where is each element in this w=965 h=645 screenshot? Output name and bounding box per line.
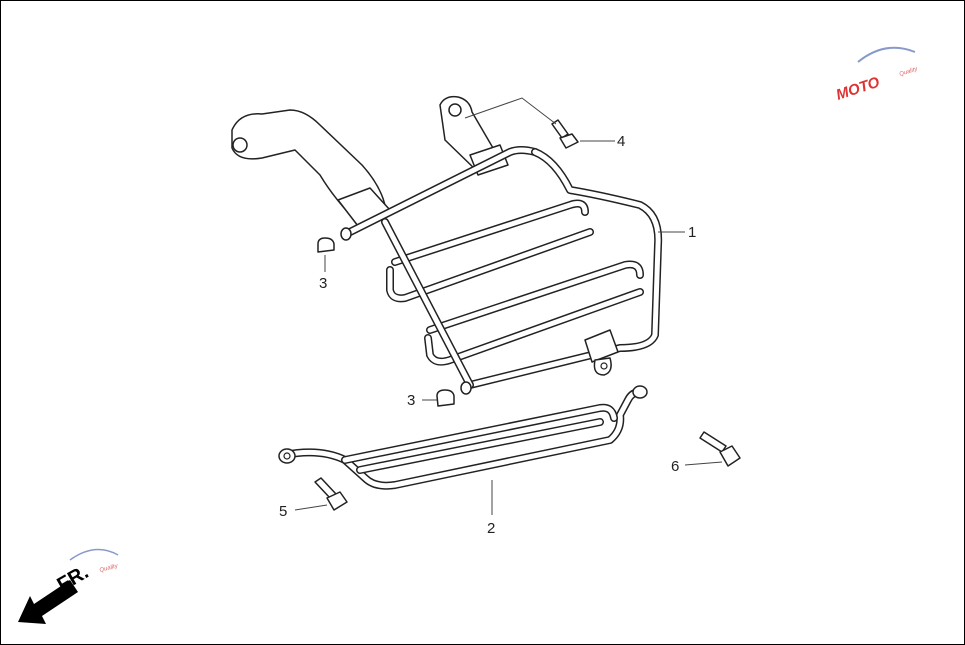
- part-2-lower-rail: [278, 385, 648, 490]
- watermark-subtext: Quality: [899, 66, 920, 78]
- part-3-cap-lower: [436, 389, 455, 407]
- arrow-icon: [18, 580, 78, 624]
- callout-6: 6: [671, 458, 679, 475]
- callout-3-lower: 3: [407, 392, 415, 409]
- front-direction-arrow: FR.: [18, 561, 92, 624]
- watermark-logo-small: Quality: [69, 548, 120, 574]
- callout-5: 5: [279, 503, 287, 520]
- callout-2: 2: [487, 520, 495, 537]
- callout-4: 4: [617, 133, 625, 150]
- part-6-bolt: [699, 431, 741, 467]
- watermark-text: MOTO: [834, 74, 882, 104]
- callout-3-upper: 3: [319, 275, 327, 292]
- watermark-logo: MOTO Quality: [834, 46, 920, 104]
- leader-lines: [294, 97, 723, 515]
- part-1-luggage-rack: [231, 95, 663, 395]
- callout-1: 1: [688, 224, 696, 241]
- part-4-bolt: [551, 119, 579, 149]
- watermark-subtext-small: Quality: [99, 563, 120, 574]
- part-3-cap-upper: [317, 237, 335, 253]
- part-5-bolt: [314, 477, 348, 511]
